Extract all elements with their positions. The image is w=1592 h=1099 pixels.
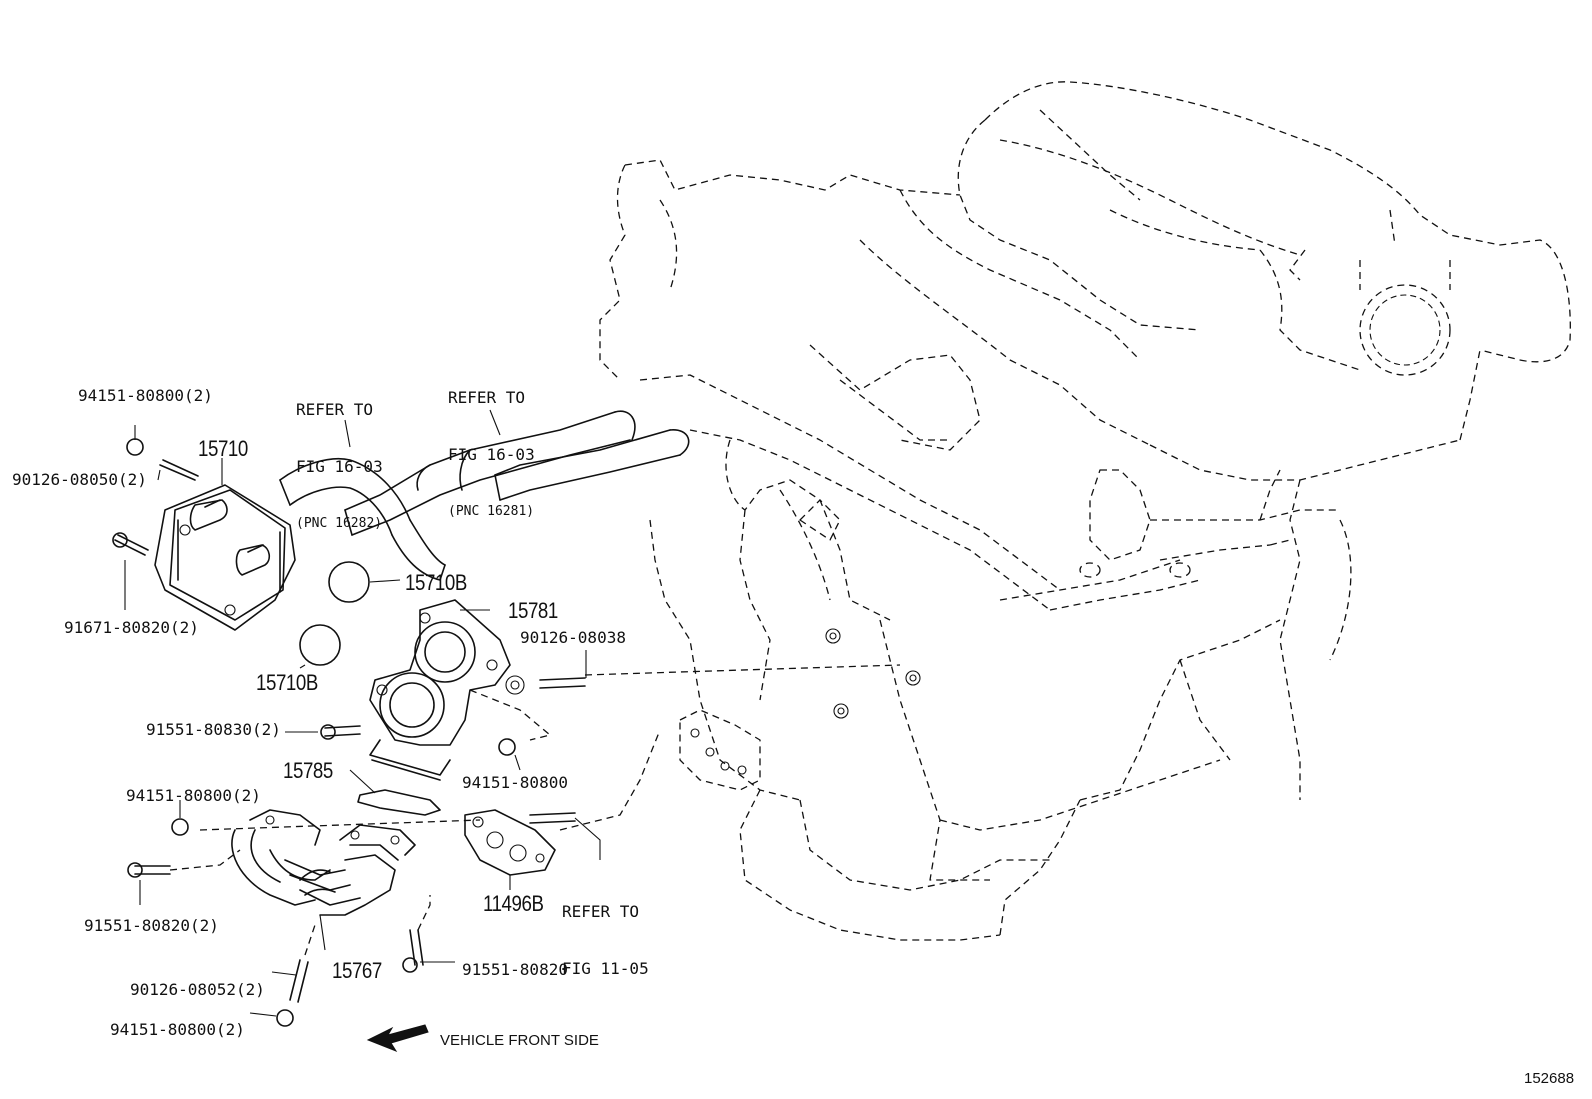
hw-label-94151-80800-low[interactable]: 94151-80800(2) bbox=[126, 786, 261, 805]
gasket-15785 bbox=[357, 789, 441, 816]
part-label-15710b-lower[interactable]: 15710B bbox=[256, 670, 318, 695]
part-label-15785[interactable]: 15785 bbox=[283, 758, 333, 783]
o-ring-lower bbox=[299, 624, 341, 666]
hw-label-94151-80800-mid[interactable]: 94151-80800 bbox=[462, 773, 568, 792]
refer-line2: FIG 16-03 bbox=[296, 457, 383, 476]
vehicle-front-side-note: VEHICLE FRONT SIDE bbox=[440, 1032, 599, 1049]
refer-note-pnc16282: REFER TO FIG 16-03 (PNC 16282) bbox=[296, 362, 383, 571]
heater-hoses bbox=[279, 409, 690, 581]
pipe-assembly-15767 bbox=[127, 800, 455, 1027]
oil-cooler-15710 bbox=[112, 425, 296, 631]
refer-line2: FIG 11-05 bbox=[562, 959, 649, 978]
hw-label-94151-80800-top[interactable]: 94151-80800(2) bbox=[78, 386, 213, 405]
refer-line3: (PNC 16282) bbox=[296, 516, 383, 531]
gasket-11496b bbox=[464, 809, 601, 890]
refer-note-pnc16281: REFER TO FIG 16-03 (PNC 16281) bbox=[448, 350, 535, 559]
hw-label-90126-08050[interactable]: 90126-08050(2) bbox=[12, 470, 147, 489]
engine-outline bbox=[199, 81, 1571, 941]
hw-label-90126-08052[interactable]: 90126-08052(2) bbox=[130, 980, 265, 999]
refer-line2: FIG 16-03 bbox=[448, 445, 535, 464]
hw-label-91551-80820-2[interactable]: 91551-80820(2) bbox=[84, 916, 219, 935]
hw-label-90126-08038[interactable]: 90126-08038 bbox=[520, 628, 626, 647]
hw-label-91671-80820[interactable]: 91671-80820(2) bbox=[64, 618, 199, 637]
refer-line3: (PNC 16281) bbox=[448, 504, 535, 519]
part-label-11496b[interactable]: 11496B bbox=[483, 891, 544, 916]
part-label-15710b-upper[interactable]: 15710B bbox=[405, 570, 467, 595]
refer-note-fig11-05: REFER TO FIG 11-05 bbox=[562, 864, 649, 1016]
hw-label-91551-80830[interactable]: 91551-80830(2) bbox=[146, 720, 281, 739]
part-label-15710[interactable]: 15710 bbox=[198, 436, 248, 461]
oil-filter-bracket-15781 bbox=[285, 599, 587, 781]
refer-line1: REFER TO bbox=[562, 902, 640, 921]
vehicle-front-arrow-icon bbox=[366, 1024, 429, 1053]
figure-id: 152688 bbox=[1524, 1070, 1575, 1087]
o-ring-upper bbox=[328, 561, 370, 603]
part-label-15767[interactable]: 15767 bbox=[332, 958, 382, 983]
hw-label-94151-80800-bottom[interactable]: 94151-80800(2) bbox=[110, 1020, 245, 1039]
hw-label-91551-80820[interactable]: 91551-80820 bbox=[462, 960, 568, 979]
refer-line1: REFER TO bbox=[296, 400, 374, 419]
refer-line1: REFER TO bbox=[448, 388, 526, 407]
part-label-15781[interactable]: 15781 bbox=[508, 598, 558, 623]
